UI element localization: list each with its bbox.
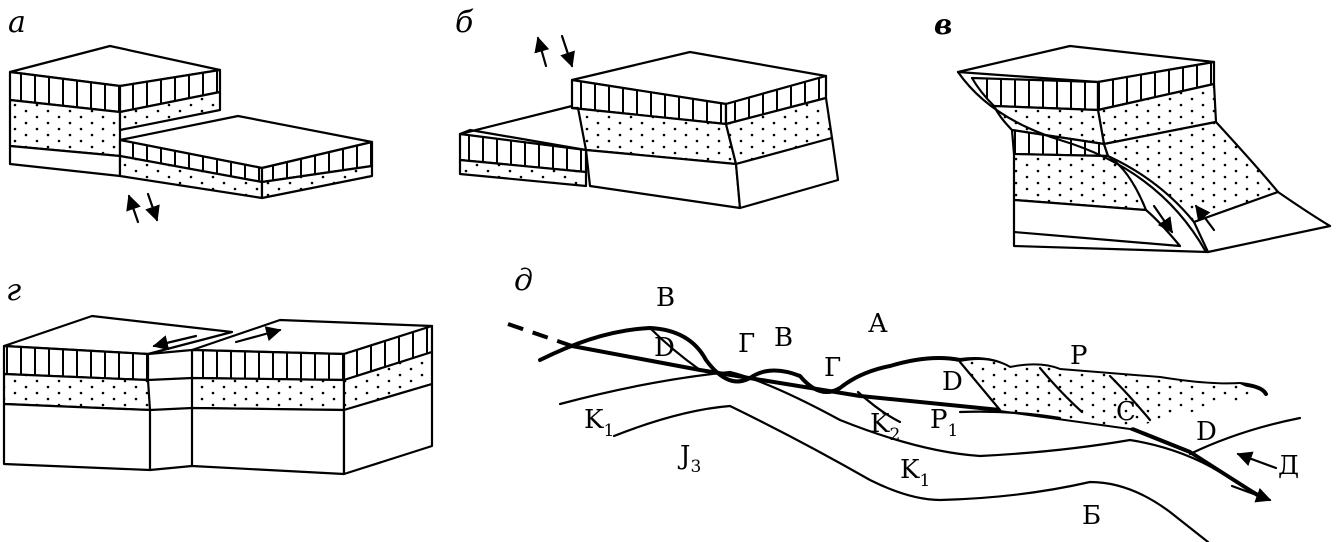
label-k1-left: K1 <box>584 405 614 441</box>
panel-a-left-side-dots <box>118 90 222 132</box>
panel-d-k1-upper-line <box>558 370 1270 502</box>
panel-d-unit-c-fill <box>960 360 1262 428</box>
panel-b-letter: б <box>455 5 474 40</box>
label-d2: D <box>942 367 963 397</box>
panel-v-arrow-up <box>1194 204 1216 232</box>
panel-g-arrow-left <box>152 334 198 351</box>
panel-a-arrow-down <box>145 192 160 222</box>
label-d1: D <box>654 333 675 363</box>
panel-g-fault-step <box>146 348 194 472</box>
panel-d-k1-lower-line <box>612 404 1210 542</box>
panel-b-arrow-up <box>534 36 550 68</box>
panel-b-arrow-down <box>560 34 575 68</box>
panel-d-arrow-right <box>1230 484 1272 503</box>
panel-v-lower-side-base <box>1192 190 1332 254</box>
label-c: С <box>1116 397 1136 427</box>
panel-d-arrow-left <box>1236 451 1278 470</box>
panel-d-fault-branch <box>1188 416 1302 456</box>
panel-g: г <box>2 273 434 476</box>
label-v2: В <box>774 323 793 353</box>
panel-a: а <box>8 5 374 224</box>
panel-d: д В В А D Г Г D Р С D P1 K1 K2 K1 J3 <box>507 263 1302 542</box>
label-g1: Г <box>738 329 755 359</box>
label-k2: K2 <box>870 409 900 445</box>
panel-v-bottom-edge <box>1012 230 1210 254</box>
panel-g-right-bars <box>190 348 346 382</box>
panel-g-arrow-right <box>234 326 282 344</box>
panel-g-right-base <box>190 406 346 476</box>
panel-g-right-side-base <box>342 382 434 476</box>
label-a: А <box>868 309 888 339</box>
panel-a-arrow-up <box>126 194 141 224</box>
panel-b: б <box>455 5 840 210</box>
label-b: Б <box>1082 501 1101 531</box>
panel-d-letter: д <box>514 263 533 298</box>
panel-d-thrust-dashed <box>507 322 573 348</box>
panel-d-p1-line <box>958 410 1062 420</box>
panel-g-letter: г <box>6 273 21 308</box>
label-d3: D <box>1196 417 1217 447</box>
panel-g-right-dots <box>190 376 346 412</box>
label-j3: J3 <box>677 441 701 477</box>
panel-v-arrow-down <box>1152 204 1174 234</box>
panel-b-right-side-base <box>734 136 840 210</box>
panel-d-internal-faults <box>648 326 902 424</box>
label-v1: В <box>656 283 675 313</box>
panel-d-unit-boundaries <box>958 360 1152 422</box>
panel-b-left-dots <box>458 158 588 188</box>
panel-v: в <box>934 8 1332 254</box>
label-p: Р <box>1070 341 1088 371</box>
label-p1: P1 <box>930 405 958 441</box>
panel-a-letter: а <box>8 5 26 40</box>
panel-v-fault <box>956 70 1208 254</box>
label-g2: Г <box>824 353 841 383</box>
label-dd: Д <box>1278 451 1299 481</box>
panel-g-left-base <box>2 402 152 472</box>
label-k1-right: K1 <box>900 455 930 491</box>
panel-a-right-side-dots <box>260 164 374 200</box>
panel-v-letter: в <box>934 8 952 41</box>
